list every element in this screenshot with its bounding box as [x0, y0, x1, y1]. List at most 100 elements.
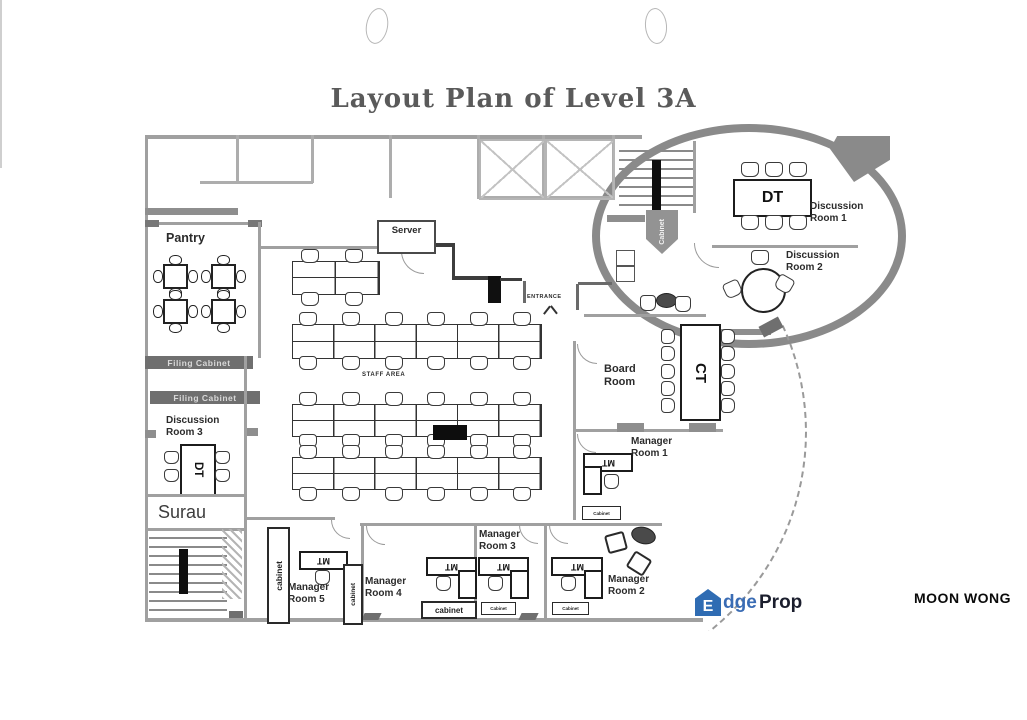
scan-edge-artifact: [0, 0, 2, 168]
chair-row: [301, 249, 363, 263]
wall-wedge: [518, 613, 539, 620]
chair: [301, 292, 319, 306]
stairwell-left: [149, 537, 227, 615]
chair: [765, 162, 783, 177]
chair: [201, 270, 211, 283]
chair: [384, 312, 403, 326]
chair: [153, 305, 163, 318]
chair-row: [299, 392, 531, 406]
wall-segment: [689, 423, 716, 432]
column-pillar: [488, 276, 501, 303]
chair: [512, 356, 531, 370]
dt-table: DT: [733, 179, 812, 217]
chair: [164, 451, 179, 464]
chair: [299, 445, 317, 459]
fixture-box: [616, 266, 635, 282]
cabinet-box: Cabinet: [552, 602, 589, 615]
cabinet-label: cabinet: [273, 560, 284, 591]
wall-segment: [617, 423, 644, 432]
chair: [721, 346, 735, 362]
chair: [217, 290, 230, 300]
chair: [341, 312, 360, 326]
chair: [427, 392, 446, 406]
staff-area-label: STAFF AREA: [362, 372, 406, 378]
wall-hatch: [222, 529, 242, 599]
wall-partition: [573, 341, 576, 433]
chair: [741, 162, 759, 177]
chair: [345, 292, 363, 306]
mt-desk-label: MT: [570, 561, 584, 572]
chair: [721, 398, 735, 413]
chair: [384, 356, 403, 370]
chair: [384, 445, 403, 459]
server-label: Server: [391, 225, 422, 236]
wall-hatch: [248, 220, 262, 227]
entrance-label: ENTRANCE: [527, 294, 562, 300]
wall-partition: [261, 246, 381, 249]
wall-partition: [573, 429, 723, 432]
fixture-box: [616, 250, 635, 266]
mt-desk-return: [458, 570, 477, 599]
cabinet-label: Cabinet: [593, 510, 610, 516]
chair: [661, 398, 675, 413]
wall-partition: [258, 222, 261, 358]
chair: [345, 249, 363, 263]
wall-hatch: [247, 428, 258, 436]
chair: [299, 312, 317, 326]
discussion-room-2-label: Discussion Room 2: [786, 250, 840, 273]
chair: [341, 392, 360, 406]
cabinet-label: cabinet: [434, 605, 463, 615]
chair: [765, 215, 783, 230]
wall-top: [145, 135, 642, 139]
dt-table-label: DT: [761, 189, 784, 206]
lift-shaft: [479, 139, 546, 200]
wall-segment: [500, 278, 522, 281]
chair: [661, 346, 675, 362]
wall-partition: [712, 245, 858, 248]
chair: [470, 445, 489, 459]
chair-column: [661, 329, 675, 413]
wall-partition: [247, 517, 335, 520]
wall-segment: [523, 281, 526, 303]
wall-partition: [145, 222, 262, 225]
manager-room-3-label: Manager Room 3: [479, 529, 521, 552]
pantry-table: [201, 290, 246, 333]
filing-cabinet-label: Filing Cabinet: [167, 357, 231, 368]
door-swing-mark: [550, 305, 558, 315]
chair-row: [299, 356, 531, 370]
punch-hole-mark: [363, 6, 391, 46]
chair: [721, 329, 735, 344]
wall-bottom: [145, 618, 703, 622]
chair: [217, 255, 230, 265]
surau-label: Surau: [158, 502, 207, 522]
manager-room-2-label: Manager Room 2: [608, 574, 650, 597]
chair: [427, 445, 446, 459]
edgeprop-logo-dge: dge: [723, 592, 757, 613]
wall-segment: [607, 215, 645, 222]
chair: [299, 356, 317, 370]
cabinet-box: Cabinet: [582, 506, 621, 520]
wall-partition: [244, 356, 247, 621]
edgeprop-logo-e: E: [702, 598, 714, 616]
page-title: Layout Plan of Level 3A: [330, 84, 697, 114]
chair: [561, 576, 576, 591]
chair: [341, 356, 360, 370]
board-room-label: Board Room: [604, 363, 636, 389]
chair: [470, 356, 489, 370]
mt-desk-return: [583, 466, 602, 495]
cabinet-label: Cabinet: [658, 219, 666, 245]
wall-partition: [145, 494, 246, 497]
door-arc: [577, 344, 597, 364]
edgeprop-logo: E dge Prop: [693, 585, 813, 621]
wall-segment: [427, 243, 455, 247]
column-pillar: [433, 425, 467, 440]
stair-rail: [652, 160, 661, 211]
chair: [512, 392, 531, 406]
cabinet-label: cabinet: [349, 583, 357, 606]
wall-partition: [145, 528, 246, 531]
discussion-room-3-label: Discussion Room 3: [166, 415, 220, 438]
wall-segment: [717, 329, 771, 335]
pantry-table: [153, 290, 198, 333]
chair: [169, 255, 182, 265]
door-swing-mark: [543, 305, 551, 315]
